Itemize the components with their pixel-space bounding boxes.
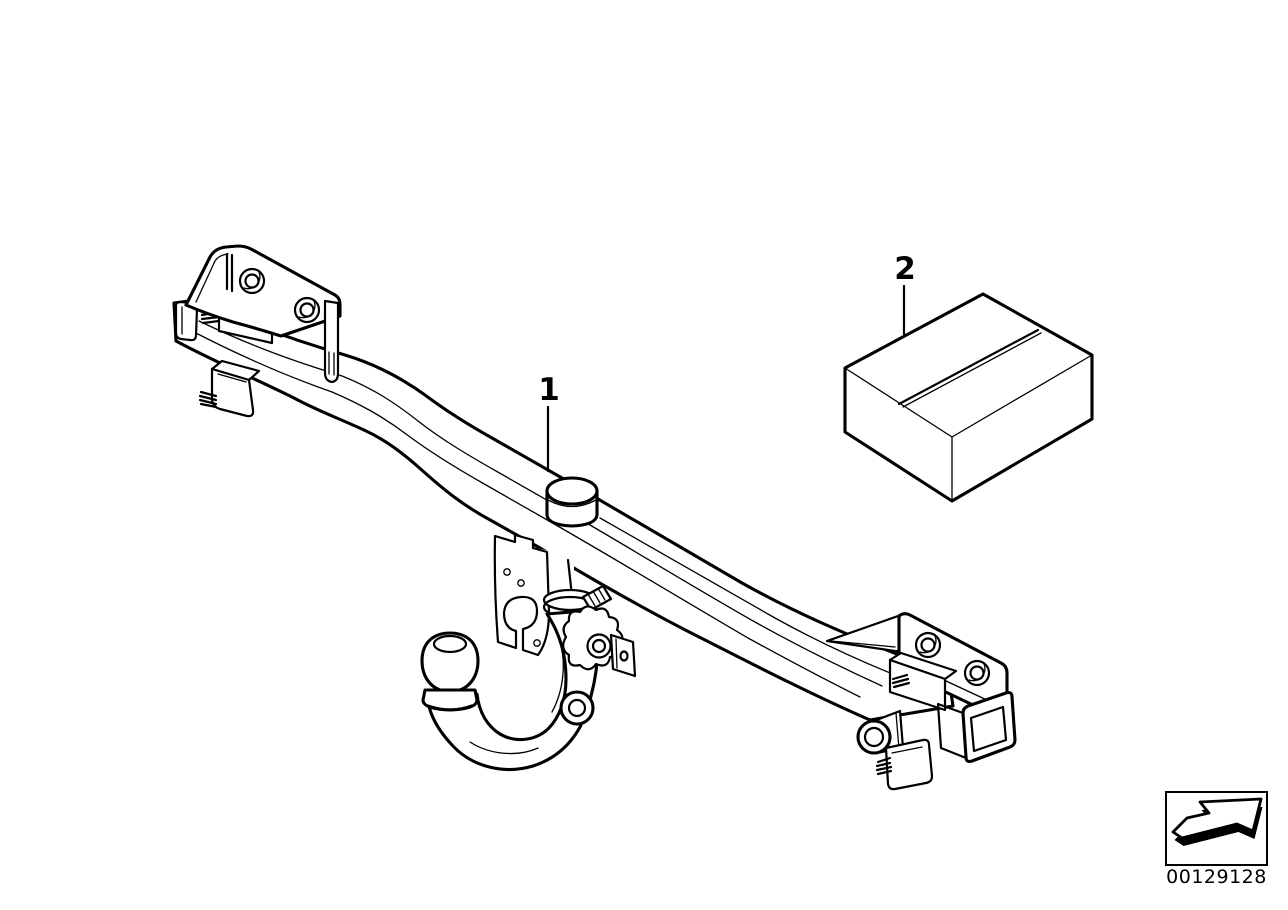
hanger-plate [493, 533, 551, 657]
accessory-box [843, 292, 1094, 503]
retaining-strap [323, 299, 340, 384]
lower-bracket [875, 738, 934, 791]
bolt [963, 659, 991, 687]
tow-ball [420, 631, 480, 712]
callout-2[interactable]: 2 [894, 251, 916, 336]
callout-2-label[interactable]: 2 [894, 251, 916, 287]
right-mounting-bracket [825, 612, 1017, 791]
bolt [238, 267, 266, 295]
left-mounting-bracket [184, 244, 342, 418]
bolt [914, 631, 942, 659]
part-number: 00129128 [1166, 866, 1267, 888]
receiver-tube [936, 690, 1017, 764]
callout-1[interactable]: 1 [538, 372, 560, 473]
sleeve-cylinder [856, 709, 905, 755]
eye-ring [559, 690, 595, 726]
direction-arrow-icon [1165, 791, 1268, 866]
locking-hand-wheel [562, 605, 624, 671]
callout-1-label[interactable]: 1 [538, 372, 560, 408]
bolt [293, 296, 321, 324]
tube-end-cap [174, 300, 199, 342]
bumper-cylinder [545, 476, 599, 528]
ball-coupling-assembly [420, 533, 637, 771]
stud-bolt [891, 673, 911, 689]
coupling-mount-plate [609, 633, 637, 678]
lower-bracket [198, 359, 261, 418]
arrow-3d-glyph [1171, 797, 1263, 846]
